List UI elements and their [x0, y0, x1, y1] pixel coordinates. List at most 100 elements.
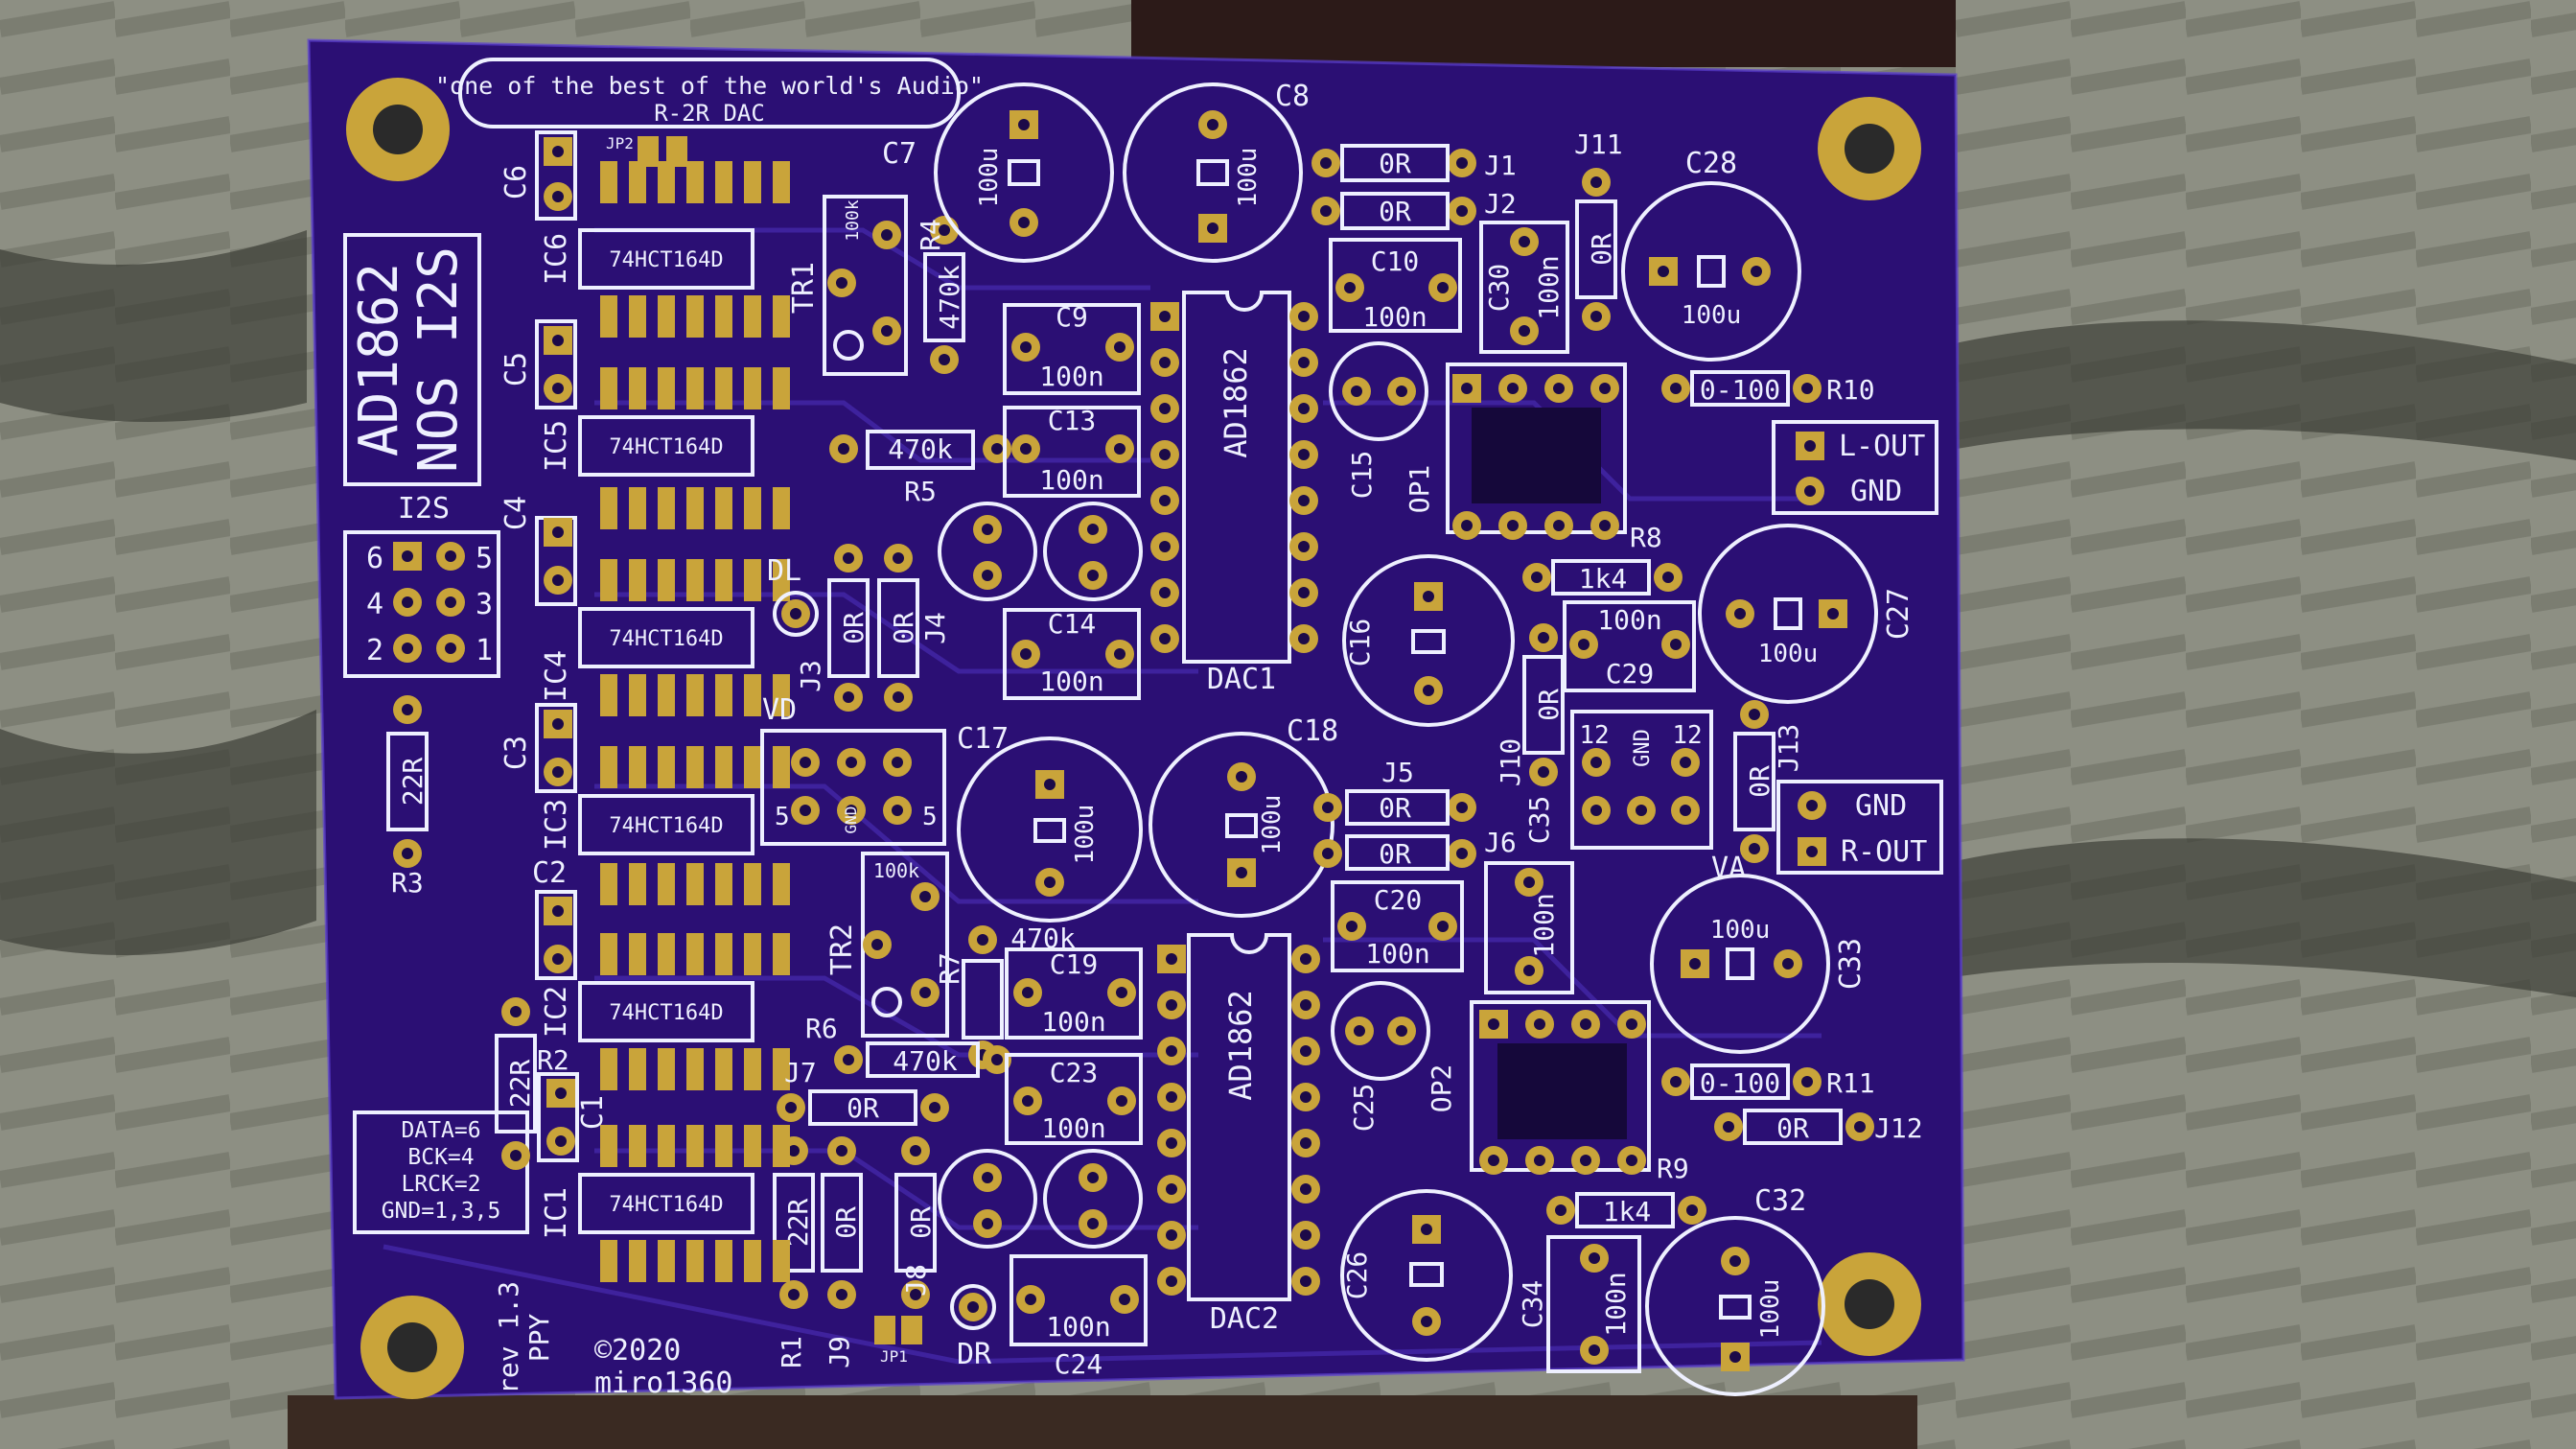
r3-ref: R3 — [391, 867, 424, 899]
r4-ref: R4 — [915, 219, 946, 251]
c19-value: 100n — [1041, 1006, 1105, 1038]
va-pin-12-left: 12 — [1579, 721, 1609, 750]
vd-pin-5-right: 5 — [922, 803, 938, 831]
designer-initials: PPY — [523, 1314, 555, 1363]
ic5-part: 74HCT164D — [609, 435, 723, 459]
c5-label: C5 — [499, 352, 533, 386]
jumper-jp2: JP2 — [606, 134, 687, 167]
j13-ref: J13 — [1773, 724, 1804, 773]
i2s-pin-3: 3 — [476, 588, 493, 621]
r2-ref: R2 — [537, 1044, 569, 1076]
j11-ref: J11 — [1574, 129, 1623, 160]
dl-label: DL — [767, 554, 801, 588]
resistor-r5: 470k R5 — [829, 430, 1011, 507]
cap-c1: C1 — [537, 1072, 610, 1162]
jumper-jp1: JP1 — [874, 1316, 922, 1366]
title-line1: AD1862 — [348, 263, 410, 456]
ceramic-c9: C9 100n — [1003, 301, 1141, 395]
c26-label: C26 — [1341, 1251, 1373, 1300]
vd-pin-5-left: 5 — [775, 803, 790, 831]
revision: rev 1.3 — [493, 1281, 524, 1394]
c29-value: 100n — [1597, 604, 1661, 636]
c30-value: 100n — [1533, 255, 1565, 319]
author: miro1360 — [594, 1367, 733, 1400]
j2-value: 0R — [1379, 196, 1411, 227]
ceramic-c30: C30 100n — [1479, 221, 1569, 354]
electrolytic-c32: 100u C32 — [1645, 1184, 1825, 1396]
ceramic-c20: C20 100n — [1331, 880, 1464, 972]
r2-value: 22R — [504, 1060, 536, 1109]
shift-register-ic5: 74HCT164D IC5 — [540, 367, 790, 529]
r3-value: 22R — [397, 758, 429, 806]
j12-ref: J12 — [1874, 1112, 1923, 1144]
jumper-j6: 0R J6 — [1313, 827, 1517, 871]
ceramic-c29: 100n C29 — [1563, 600, 1696, 692]
electrolytic-c28: 100u C28 — [1621, 147, 1801, 362]
c9-ref: C9 — [1056, 301, 1088, 333]
connector-right-out: GND R-OUT — [1776, 780, 1943, 875]
subtitle: R-2R DAC — [654, 100, 765, 127]
j13-value: 0R — [1744, 765, 1775, 798]
shift-register-ic2: 74HCT164D IC2 — [540, 933, 790, 1090]
j8-value: 0R — [905, 1206, 937, 1239]
ic6-ref: IC6 — [540, 233, 573, 285]
vd-label: VD — [762, 693, 797, 727]
ic4-ref: IC4 — [540, 650, 573, 702]
i2s-pin-1: 1 — [476, 634, 493, 667]
opamp-op1: OP1 — [1404, 362, 1627, 540]
r8-value: 1k4 — [1579, 563, 1628, 595]
dac2-part: AD1862 — [1222, 990, 1259, 1101]
jumper-j13: 0R J13 — [1733, 700, 1804, 863]
c7-ref: C7 — [882, 137, 917, 171]
jumper-j7: 0R J7 — [777, 1057, 949, 1126]
electrolytic-c33: 100u C33 — [1650, 874, 1868, 1054]
c15-label: C15 — [1346, 451, 1378, 500]
r5-ref: R5 — [904, 476, 937, 507]
power-header-vd: 5 GND 5 VD — [760, 693, 946, 846]
ic4-part: 74HCT164D — [609, 627, 723, 651]
c25-label: C25 — [1348, 1084, 1380, 1133]
j6-ref: J6 — [1484, 827, 1517, 858]
dac1-part: AD1862 — [1218, 347, 1254, 458]
dac1-ref: DAC1 — [1207, 663, 1276, 696]
j12-value: 0R — [1776, 1112, 1809, 1144]
ceramic-c34: 100n C34 — [1517, 1235, 1641, 1373]
tr2-ref: TR2 — [825, 923, 859, 975]
cap-c5: C5 — [499, 319, 577, 409]
j2-ref: J2 — [1484, 188, 1517, 220]
dr-label: DR — [957, 1338, 992, 1371]
power-header-va: 12 GND 12 VA — [1570, 710, 1746, 885]
c13-ref: C13 — [1048, 405, 1097, 436]
ceramic-c13: C13 100n — [1003, 405, 1141, 498]
jumper-j10: 0R J10 — [1495, 623, 1565, 786]
ic3-part: 74HCT164D — [609, 814, 723, 838]
r10-ref: R10 — [1826, 374, 1875, 406]
jumper-j8: 0R J8 — [894, 1136, 937, 1309]
r10-value: 0-100 — [1700, 374, 1780, 406]
electrolytic-c17: 100u C17 — [957, 722, 1143, 923]
c24-value: 100n — [1046, 1311, 1110, 1343]
shift-register-ic1: 74HCT164D IC1 — [540, 1125, 790, 1282]
c14-value: 100n — [1039, 666, 1103, 697]
j4-value: 0R — [888, 612, 919, 644]
mounting-hole-top-right — [1818, 97, 1921, 200]
c3-label: C3 — [499, 736, 533, 770]
c35-ref: C35 — [1523, 796, 1555, 845]
cap-c25: C25 — [1331, 981, 1430, 1133]
j3-value: 0R — [838, 612, 870, 644]
tagline: "one of the best of the world's Audio" — [435, 72, 984, 100]
r11-value: 0-100 — [1700, 1067, 1780, 1099]
j9-ref: J9 — [824, 1336, 855, 1368]
jumper-j4: 0R J4 — [877, 544, 951, 712]
ic2-part: 74HCT164D — [609, 1001, 723, 1025]
r7-ref: R7 — [934, 952, 965, 985]
ceramic-c19: C19 100n — [1005, 947, 1143, 1040]
ceramic-c35: 100n C35 — [1484, 796, 1574, 994]
shift-register-ic6: 74HCT164D IC6 — [540, 161, 790, 338]
c1-label: C1 — [576, 1095, 610, 1130]
c28-value: 100u — [1682, 301, 1742, 330]
legend-data: DATA=6 — [401, 1118, 480, 1143]
c10-ref: C10 — [1371, 245, 1420, 277]
pin-legend-outline — [353, 1110, 529, 1234]
